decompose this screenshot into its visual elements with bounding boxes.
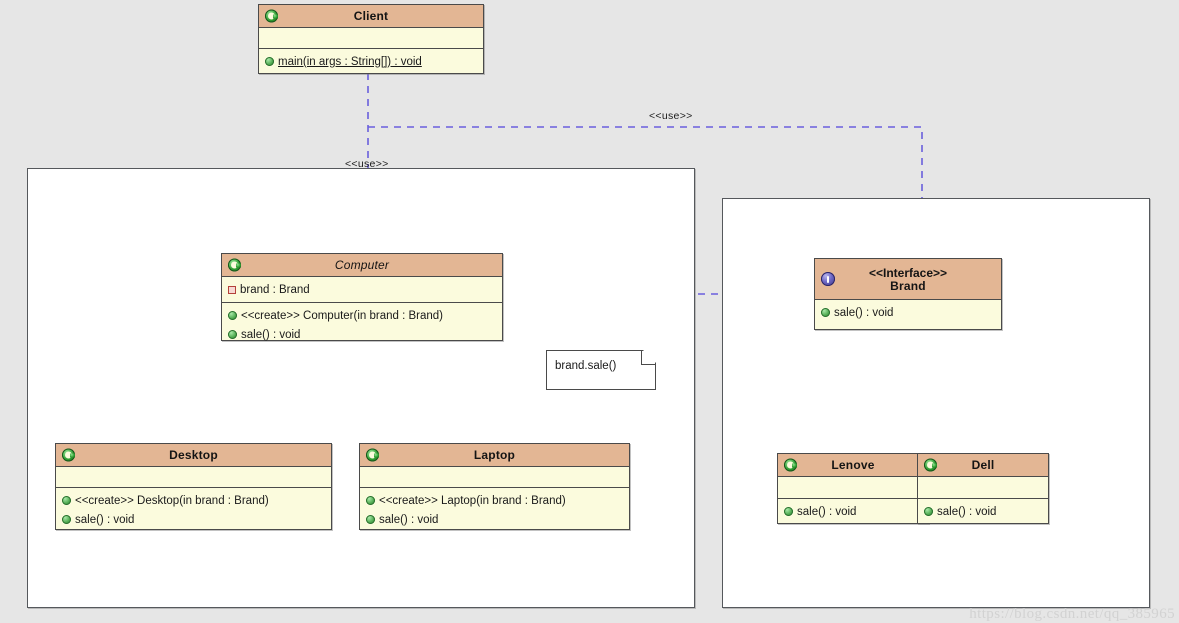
class-box-client[interactable]: Client main(in args : String[]) : void [258,4,484,74]
class-name-brand: Brand [890,278,926,293]
operation-row[interactable]: <<create>> Desktop(in brand : Brand) [56,491,331,510]
class-box-dell[interactable]: Dell sale() : void [917,453,1049,524]
public-member-icon [265,57,274,66]
operations-compartment-lenove: sale() : void [778,499,928,524]
operations-compartment-brand: sale() : void [815,300,1001,325]
class-box-desktop[interactable]: Desktop <<create>> Desktop(in brand : Br… [55,443,332,530]
public-member-icon [62,496,71,505]
attributes-compartment-dell [918,477,1048,499]
attribute-label: brand : Brand [240,283,310,296]
class-name-desktop: Desktop [169,447,218,462]
operations-compartment-computer: <<create>> Computer(in brand : Brand) sa… [222,303,502,347]
public-member-icon [784,507,793,516]
operation-label: <<create>> Desktop(in brand : Brand) [75,494,269,507]
operation-label: sale() : void [797,505,857,518]
public-member-icon [366,515,375,524]
class-header-laptop: Laptop [360,444,629,467]
class-icon [784,458,797,472]
class-name-laptop: Laptop [473,447,516,462]
class-header-lenove: Lenove [778,454,928,477]
operations-compartment-dell: sale() : void [918,499,1048,524]
class-header-dell: Dell [918,454,1048,477]
class-icon [366,448,379,462]
operation-label: sale() : void [937,505,997,518]
public-member-icon [366,496,375,505]
operation-row[interactable]: sale() : void [360,510,629,529]
operation-row[interactable]: sale() : void [815,303,1001,322]
operations-compartment-laptop: <<create>> Laptop(in brand : Brand) sale… [360,488,629,532]
attributes-compartment-laptop [360,467,629,488]
operation-label: sale() : void [241,328,301,341]
operation-row[interactable]: <<create>> Computer(in brand : Brand) [222,306,502,325]
operation-row[interactable]: sale() : void [222,325,502,344]
class-name-lenove: Lenove [831,457,875,472]
class-box-lenove[interactable]: Lenove sale() : void [777,453,929,524]
attribute-row[interactable]: brand : Brand [222,280,502,299]
class-box-brand[interactable]: <<Interface>> Brand sale() : void [814,258,1002,330]
attributes-compartment-lenove [778,477,928,499]
operation-row[interactable]: <<create>> Laptop(in brand : Brand) [360,491,629,510]
class-header-brand: <<Interface>> Brand [815,259,1001,300]
class-name-computer: Computer [334,257,390,272]
operation-label: sale() : void [834,306,894,319]
class-icon [924,458,937,472]
public-member-icon [924,507,933,516]
operation-label: sale() : void [379,513,439,526]
operation-label: main(in args : String[]) : void [278,55,422,68]
operation-row[interactable]: sale() : void [778,502,928,521]
class-name-dell: Dell [971,457,995,472]
attributes-compartment-client [259,28,483,49]
class-box-computer[interactable]: Computer brand : Brand <<create>> Comput… [221,253,503,341]
operation-row[interactable]: sale() : void [56,510,331,529]
operation-label: <<create>> Computer(in brand : Brand) [241,309,444,322]
attributes-compartment-computer: brand : Brand [222,277,502,303]
public-member-icon [62,515,71,524]
public-member-icon [821,308,830,317]
edge-label-client-brand: <<use>> [649,110,693,122]
public-member-icon [228,311,237,320]
note-text: brand.sale() [555,360,617,372]
attributes-compartment-desktop [56,467,331,488]
class-header-computer: Computer [222,254,502,277]
edge-label-client-computer: <<use>> [345,158,389,170]
class-icon [228,258,241,272]
operation-row[interactable]: main(in args : String[]) : void [259,52,483,71]
private-attribute-icon [228,285,236,294]
interface-icon [821,272,835,286]
operation-row[interactable]: sale() : void [918,502,1048,521]
operations-compartment-client: main(in args : String[]) : void [259,49,483,74]
note-box[interactable]: brand.sale() [546,350,656,390]
class-icon [62,448,75,462]
class-icon [265,9,278,23]
public-member-icon [228,330,237,339]
operation-label: sale() : void [75,513,135,526]
class-header-desktop: Desktop [56,444,331,467]
class-header-client: Client [259,5,483,28]
class-box-laptop[interactable]: Laptop <<create>> Laptop(in brand : Bran… [359,443,630,530]
watermark: https://blog.csdn.net/qq_385965 [969,606,1175,622]
operations-compartment-desktop: <<create>> Desktop(in brand : Brand) sal… [56,488,331,532]
class-stereotype-brand: <<Interface>> [868,265,948,280]
class-name-client: Client [353,8,389,23]
operation-label: <<create>> Laptop(in brand : Brand) [379,494,566,507]
